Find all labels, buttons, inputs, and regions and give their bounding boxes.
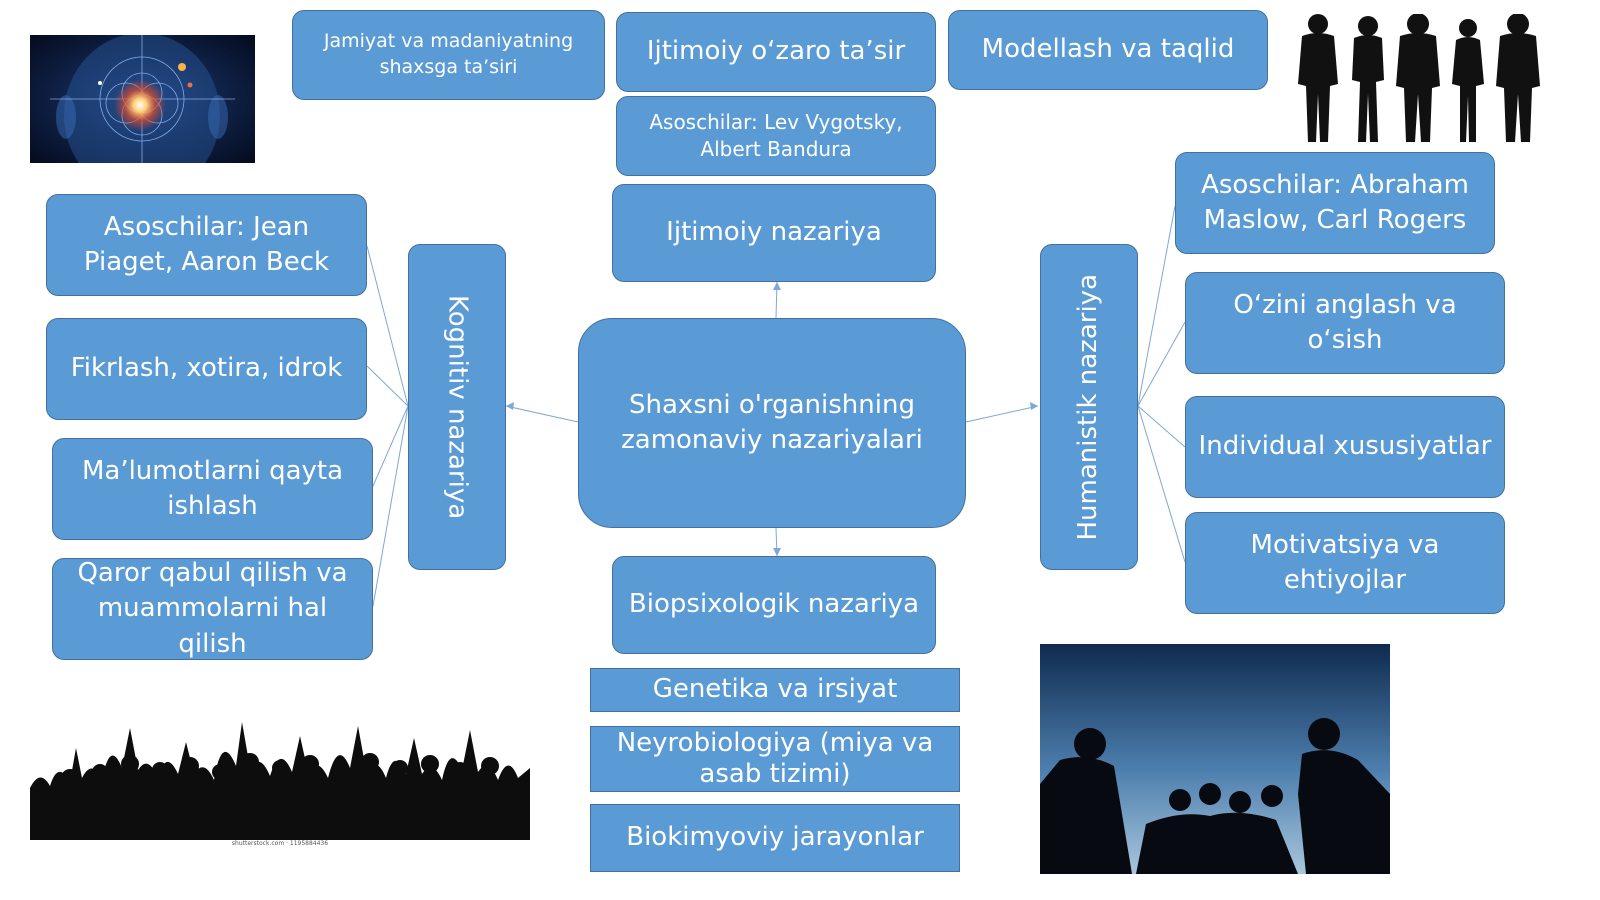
humanistic-item-motivation[interactable]: Motivatsiya va ehtiyojlar	[1185, 512, 1505, 614]
connector-cognitive-item-3	[372, 405, 409, 607]
brain-image	[30, 35, 255, 163]
humanistic-item-label: O‘zini anglash va o‘sish	[1233, 289, 1457, 355]
crowd-silhouette-image: shutterstock.com · 1195884436	[30, 708, 530, 852]
people-silhouettes-image	[1290, 14, 1550, 144]
cognitive-item-processing[interactable]: Ma’lumotlarni qayta ishlash	[52, 438, 373, 540]
humanistic-item-founders[interactable]: Asoschilar: Abraham Maslow, Carl Rogers	[1175, 152, 1495, 254]
bio-theory-label: Biopsixologik nazariya	[628, 589, 920, 620]
connector-center-humanistic	[965, 405, 1039, 423]
connector-humanistic-item-0	[1137, 205, 1176, 407]
social-theory-node[interactable]: Ijtimoiy nazariya	[612, 184, 936, 282]
cognitive-theory-label: Kognitiv nazariya	[442, 294, 473, 520]
social-item-label: Jamiyat va madaniyatning shaxsga ta’siri	[323, 30, 574, 78]
cognitive-item-founders[interactable]: Asoschilar: Jean Piaget, Aaron Beck	[46, 194, 367, 296]
humanistic-item-label: Motivatsiya va ehtiyojlar	[1250, 529, 1440, 595]
social-founders-label: Asoschilar: Lev Vygotsky, Albert Bandura	[649, 110, 903, 161]
bio-item-neurobiology[interactable]: Neyrobiologiya (miya va asab tizimi)	[590, 726, 960, 792]
social-item-label: Modellash va taqlid	[981, 34, 1235, 65]
cognitive-item-label: Ma’lumotlarni qayta ishlash	[81, 455, 344, 521]
connector-cognitive-item-0	[366, 245, 409, 407]
cognitive-theory-node[interactable]: Kognitiv nazariya	[408, 244, 506, 570]
bio-item-genetics[interactable]: Genetika va irsiyat	[590, 668, 960, 712]
cognitive-item-label: Fikrlash, xotira, idrok	[70, 353, 343, 384]
social-item-modeling[interactable]: Modellash va taqlid	[948, 10, 1268, 90]
center-node[interactable]: Shaxsni o'rganishning zamonaviy nazariya…	[578, 318, 966, 528]
social-item-label: Ijtimoiy o‘zaro ta’sir	[646, 36, 906, 67]
social-item-society-culture[interactable]: Jamiyat va madaniyatning shaxsga ta’siri	[292, 10, 605, 100]
cognitive-item-label: Asoschilar: Jean Piaget, Aaron Beck	[83, 211, 330, 277]
center-node-label: Shaxsni o'rganishning zamonaviy nazariya…	[621, 389, 923, 455]
humanistic-item-label: Individual xususiyatlar	[1198, 431, 1492, 462]
bio-item-label: Genetika va irsiyat	[652, 674, 898, 705]
connector-humanistic-item-2	[1137, 405, 1186, 448]
social-item-interaction[interactable]: Ijtimoiy o‘zaro ta’sir	[616, 12, 936, 92]
connector-humanistic-item-1	[1137, 321, 1186, 407]
bio-item-biochemistry[interactable]: Biokimyoviy jarayonlar	[590, 804, 960, 872]
connector-cognitive-item-2	[372, 405, 409, 487]
humanistic-theory-label: Humanistik nazariya	[1073, 273, 1104, 541]
bio-theory-node[interactable]: Biopsixologik nazariya	[612, 556, 936, 654]
social-theory-label: Ijtimoiy nazariya	[666, 217, 882, 248]
humanistic-item-label: Asoschilar: Abraham Maslow, Carl Rogers	[1201, 169, 1469, 235]
bio-item-label: Biokimyoviy jarayonlar	[626, 822, 924, 853]
bio-item-label: Neyrobiologiya (miya va asab tizimi)	[616, 727, 934, 789]
cognitive-item-decision[interactable]: Qaror qabul qilish va muammolarni hal qi…	[52, 558, 373, 660]
social-founders[interactable]: Asoschilar: Lev Vygotsky, Albert Bandura	[616, 96, 936, 176]
connector-cognitive-item-1	[366, 365, 409, 407]
humanistic-item-self-awareness[interactable]: O‘zini anglash va o‘sish	[1185, 272, 1505, 374]
cognitive-item-label: Qaror qabul qilish va muammolarni hal qi…	[77, 558, 348, 659]
connector-center-cognitive	[505, 405, 579, 423]
humanistic-theory-node[interactable]: Humanistik nazariya	[1040, 244, 1138, 570]
group-silhouette-image	[1040, 644, 1390, 874]
humanistic-item-individual[interactable]: Individual xususiyatlar	[1185, 396, 1505, 498]
cognitive-item-thinking[interactable]: Fikrlash, xotira, idrok	[46, 318, 367, 420]
crowd-image-caption: shutterstock.com · 1195884436	[231, 840, 329, 847]
connector-humanistic-item-3	[1137, 405, 1186, 563]
